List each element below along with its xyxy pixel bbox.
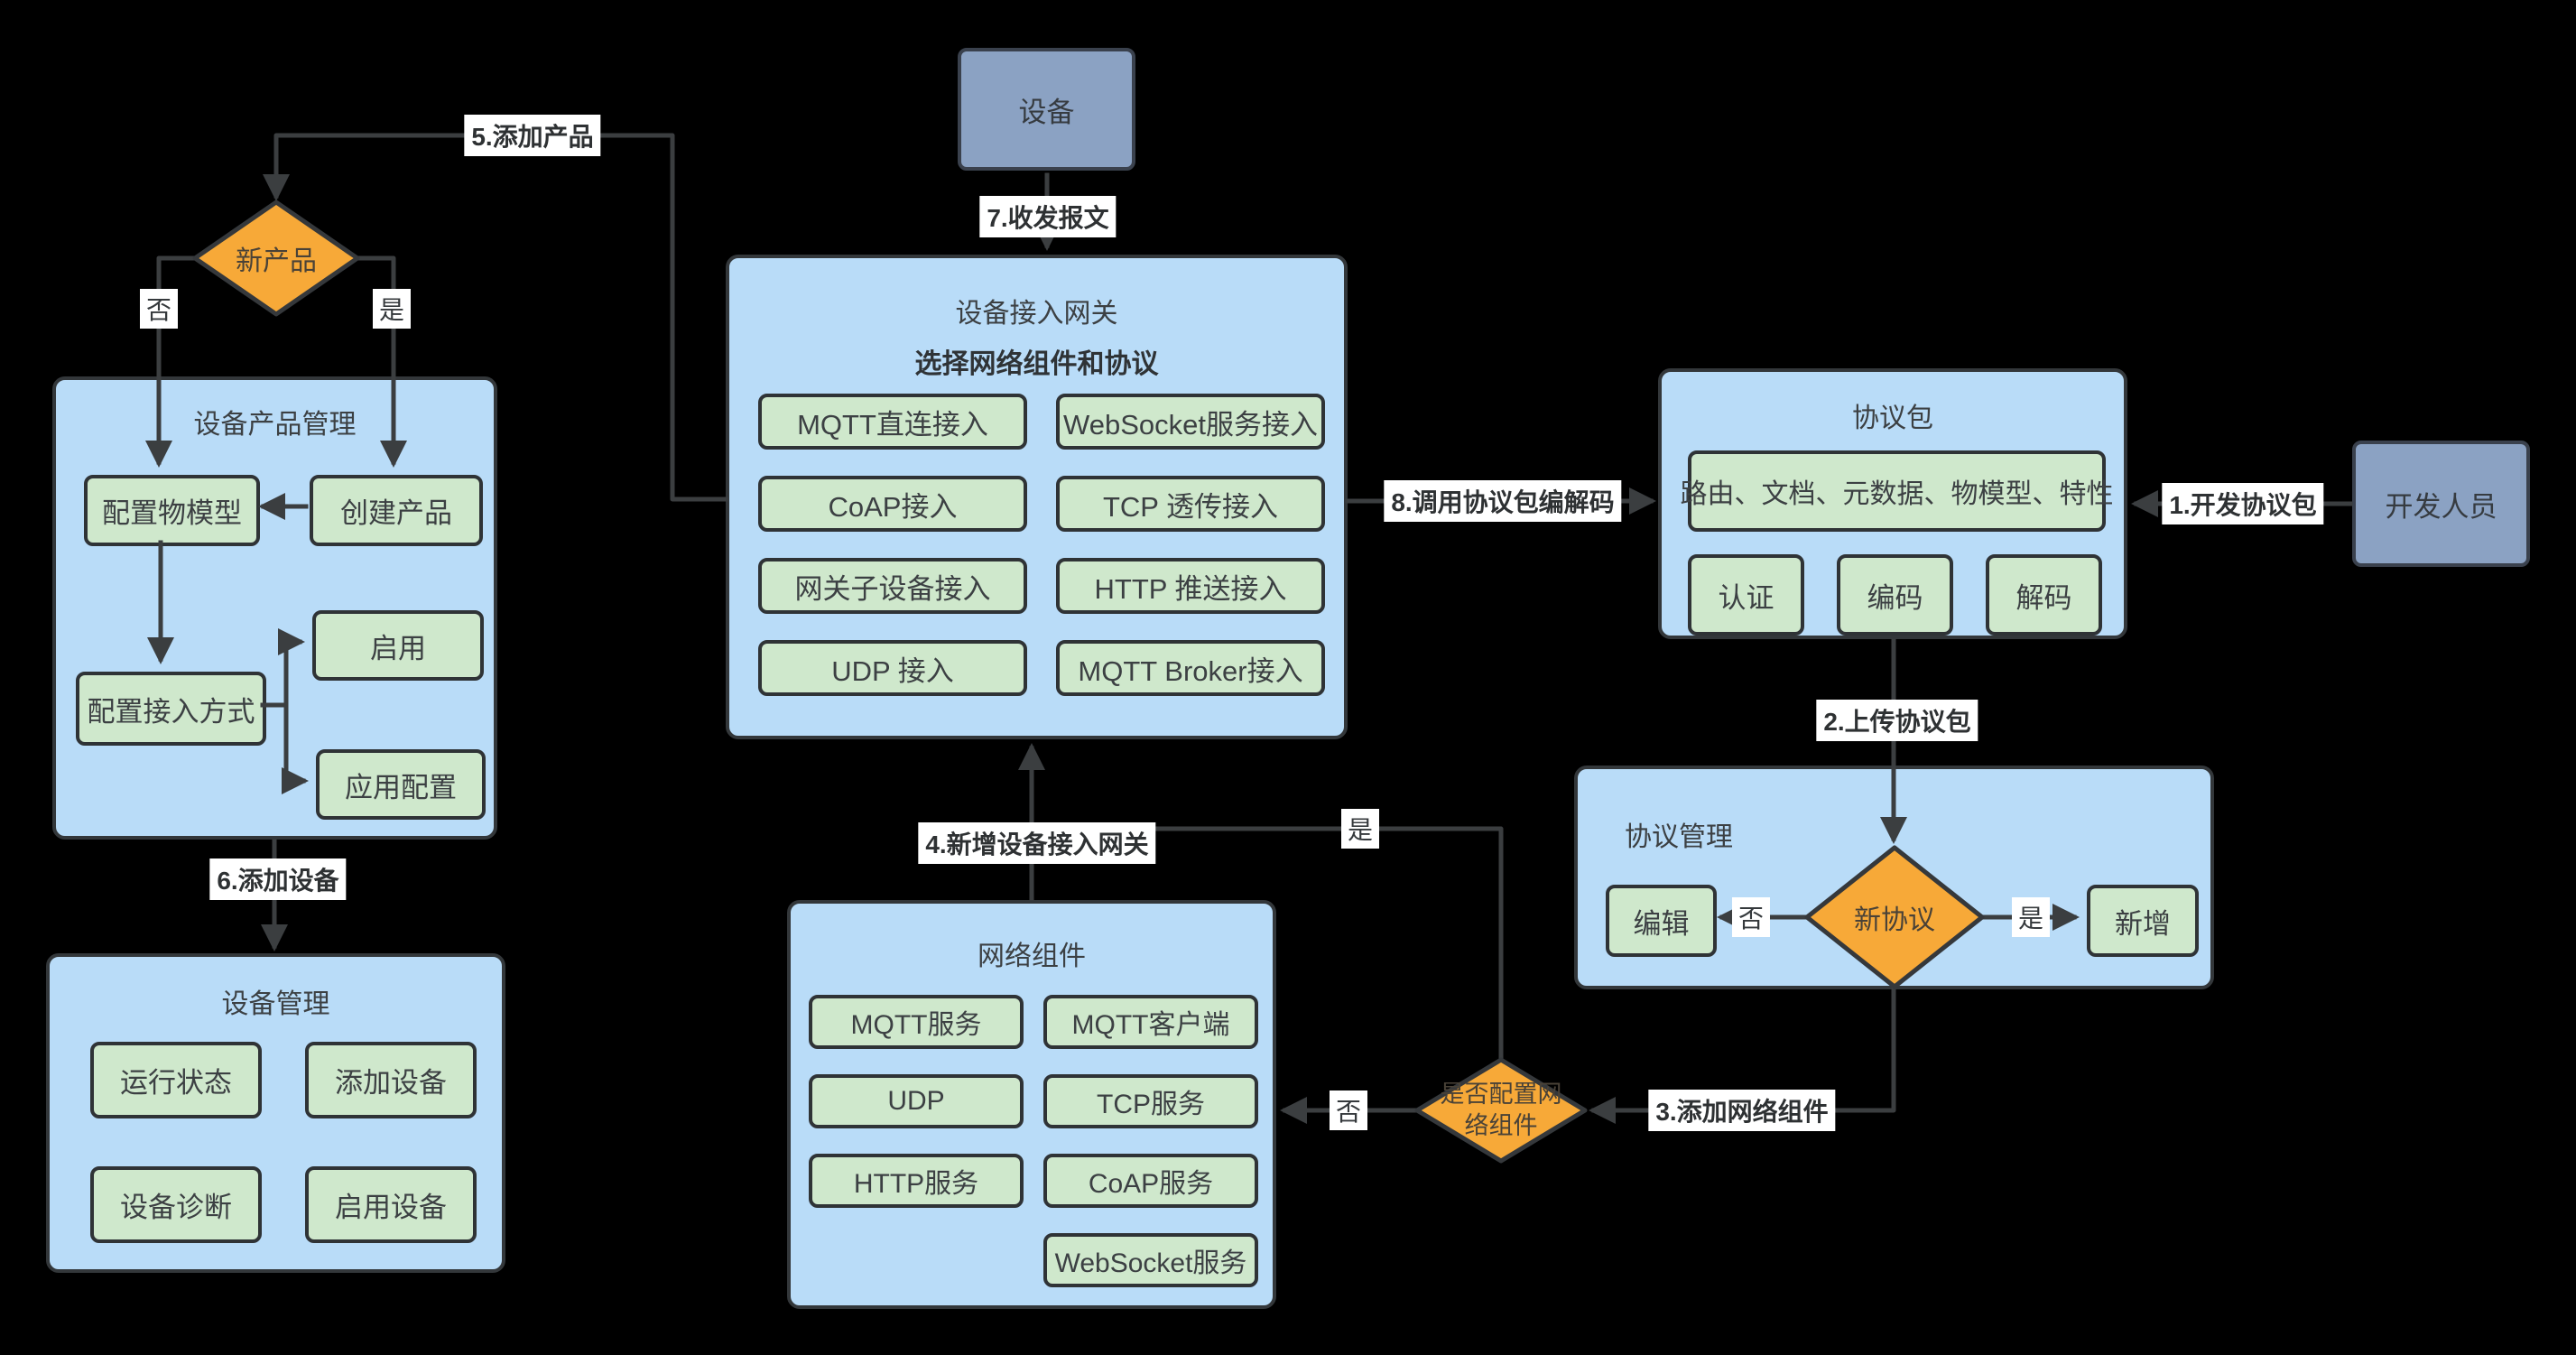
node-enable: 启用 (312, 610, 484, 681)
node-mqtt-direct-access: MQTT直连接入 (758, 394, 1027, 450)
node-create-product: 创建产品 (310, 475, 483, 546)
node-encode: 编码 (1837, 554, 1953, 636)
gateway-title: 设备接入网关 (955, 299, 1118, 329)
device-actor-node: 设备 (958, 48, 1135, 171)
edge-label-step3: 3.添加网络组件 (1648, 1090, 1836, 1131)
edge-label-step8: 8.调用协议包编解码 (1384, 480, 1622, 522)
edge-label-step1: 1.开发协议包 (2162, 483, 2324, 524)
product-mgmt-container: 设备产品管理 配置物模型 创建产品 启用 配置接入方式 应用配置 (52, 376, 497, 840)
node-mqtt-broker-access: MQTT Broker接入 (1056, 640, 1325, 696)
edge-label-step2: 2.上传协议包 (1816, 700, 1978, 741)
product-mgmt-title: 设备产品管理 (193, 410, 357, 440)
node-config-access-mode: 配置接入方式 (76, 672, 266, 746)
developer-actor-node: 开发人员 (2352, 441, 2530, 567)
protocol-package-title: 协议包 (1852, 404, 1933, 433)
new-product-diamond-label: 新产品 (236, 246, 317, 276)
node-protocol-edit: 编辑 (1606, 885, 1717, 957)
node-decode: 解码 (1986, 554, 2102, 636)
node-coap-access: CoAP接入 (758, 476, 1027, 532)
edge-label-step6: 6.添加设备 (209, 858, 347, 900)
protocol-package-container: 协议包 路由、文档、元数据、物模型、特性 认证 编码 解码 (1658, 368, 2127, 639)
node-coap-service: CoAP服务 (1043, 1154, 1258, 1208)
network-components-title: 网络组件 (978, 942, 1086, 971)
node-run-status: 运行状态 (90, 1042, 262, 1118)
node-mqtt-client: MQTT客户端 (1043, 995, 1258, 1049)
node-device-diagnose: 设备诊断 (90, 1166, 262, 1243)
label-config-network-yes: 是 (1340, 809, 1380, 849)
gateway-container: 设备接入网关 选择网络组件和协议 MQTT直连接入 WebSocket服务接入 … (726, 255, 1348, 739)
node-websocket-service-access: WebSocket服务接入 (1056, 394, 1325, 450)
label-new-product-no: 否 (139, 289, 179, 329)
edge-label-step4: 4.新增设备接入网关 (918, 822, 1156, 864)
node-enable-device: 启用设备 (305, 1166, 477, 1243)
device-mgmt-container: 设备管理 运行状态 添加设备 设备诊断 启用设备 (46, 953, 505, 1273)
label-new-product-yes: 是 (372, 289, 412, 329)
device-mgmt-title: 设备管理 (221, 989, 330, 1019)
node-http-service: HTTP服务 (809, 1154, 1024, 1208)
protocol-mgmt-container: 协议管理 编辑 新增 (1574, 766, 2214, 989)
config-network-diamond-label: 是否配置网络组件 (1440, 1080, 1562, 1139)
node-udp-access: UDP 接入 (758, 640, 1027, 696)
node-config-thing-model: 配置物模型 (84, 475, 260, 546)
node-gateway-subdevice-access: 网关子设备接入 (758, 558, 1027, 614)
node-protocol-add: 新增 (2087, 885, 2199, 957)
node-mqtt-service: MQTT服务 (809, 995, 1024, 1049)
developer-actor-label: 开发人员 (2385, 490, 2497, 523)
edge-label-step7: 7.收发报文 (979, 196, 1117, 237)
label-config-network-no: 否 (1329, 1090, 1368, 1130)
node-http-push-access: HTTP 推送接入 (1056, 558, 1325, 614)
protocol-mgmt-title: 协议管理 (1625, 822, 1733, 852)
gateway-subtitle: 选择网络组件和协议 (914, 349, 1159, 379)
node-authentication: 认证 (1688, 554, 1804, 636)
node-apply-config: 应用配置 (316, 749, 486, 820)
node-add-device: 添加设备 (305, 1042, 477, 1118)
new-protocol-diamond-label: 新协议 (1854, 905, 1935, 935)
node-route-doc-metadata: 路由、文档、元数据、物模型、特性 (1681, 450, 2114, 532)
network-components-container: 网络组件 MQTT服务 MQTT客户端 UDP TCP服务 HTTP服务 CoA… (787, 900, 1276, 1309)
node-tcp-service: TCP服务 (1043, 1074, 1258, 1128)
node-websocket-service: WebSocket服务 (1043, 1233, 1258, 1287)
label-new-protocol-no: 否 (1731, 897, 1771, 937)
label-new-protocol-yes: 是 (2011, 897, 2051, 937)
device-actor-label: 设备 (1018, 96, 1075, 128)
edge-label-step5: 5.添加产品 (464, 115, 601, 156)
node-tcp-transparent-access: TCP 透传接入 (1056, 476, 1325, 532)
node-udp-component: UDP (809, 1074, 1024, 1128)
